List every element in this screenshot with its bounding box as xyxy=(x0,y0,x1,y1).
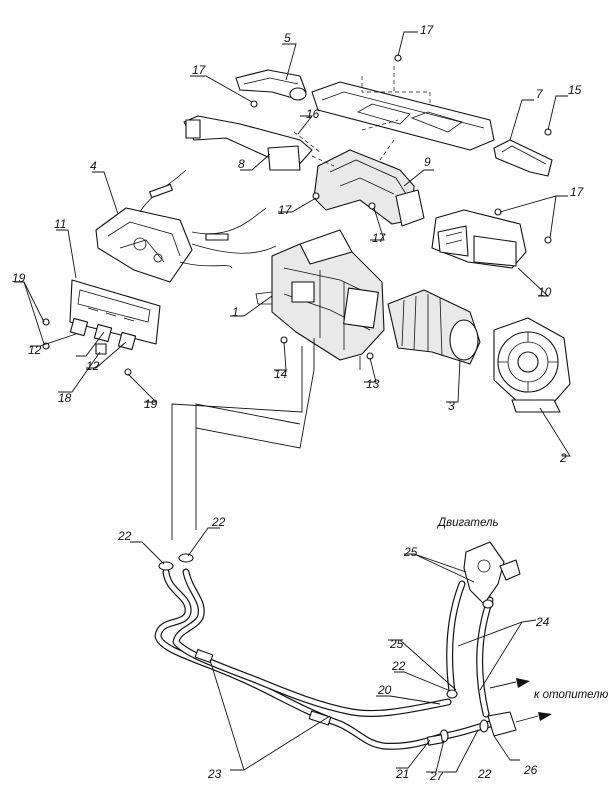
part-8-floor-duct xyxy=(183,115,313,171)
label-7: 7 xyxy=(536,87,544,101)
label-23: 23 xyxy=(207,767,222,781)
label-19-right: 19 xyxy=(144,397,158,411)
label-26: 26 xyxy=(523,763,538,777)
label-17-mid: 17 xyxy=(278,203,293,217)
part-2-blower-fan xyxy=(493,317,571,413)
part-4-control-bracket xyxy=(95,169,277,283)
part-1-heater-unit xyxy=(255,229,385,370)
label-1: 1 xyxy=(232,305,239,319)
caption-to-heater: к отопителю xyxy=(534,689,609,701)
label-27: 27 xyxy=(429,769,445,783)
label-17-right: 17 xyxy=(570,185,585,199)
part-5-air-duct xyxy=(235,69,307,101)
label-25-bottom: 25 xyxy=(389,637,404,651)
label-22-center: 22 xyxy=(391,659,406,673)
label-17-left: 17 xyxy=(192,63,207,77)
label-15: 15 xyxy=(568,83,582,97)
label-12-left: 12 xyxy=(28,343,42,357)
part-3-intake-bellows xyxy=(387,289,481,365)
coolant-hoses xyxy=(154,568,517,750)
label-16: 16 xyxy=(306,107,320,121)
captions: Двигатель к отопителю xyxy=(436,517,609,701)
label-22-left: 22 xyxy=(117,529,132,543)
label-9: 9 xyxy=(424,155,431,169)
part-11-control-panel xyxy=(69,279,161,355)
label-5: 5 xyxy=(284,31,291,45)
label-2: 2 xyxy=(559,451,567,465)
label-12-right: 12 xyxy=(86,359,100,373)
label-leaders xyxy=(14,31,571,773)
assembly-dashed-lines xyxy=(293,66,431,167)
label-24: 24 xyxy=(535,615,550,629)
label-19-left: 19 xyxy=(12,271,26,285)
label-3: 3 xyxy=(448,399,455,413)
part-labels: 5 17 17 7 15 16 8 9 4 17 17 17 10 11 1 1… xyxy=(12,23,585,783)
label-25-top: 25 xyxy=(403,545,418,559)
caption-engine: Двигатель xyxy=(436,517,499,529)
label-13: 13 xyxy=(366,377,380,391)
part-7-side-duct xyxy=(493,139,553,177)
part-10-air-vent xyxy=(431,209,527,269)
hose-clamps xyxy=(158,553,494,746)
label-8: 8 xyxy=(238,157,245,171)
label-11: 11 xyxy=(54,217,66,231)
label-17-top: 17 xyxy=(420,23,435,37)
label-14: 14 xyxy=(274,367,288,381)
label-17-lower: 17 xyxy=(372,231,387,245)
label-20: 20 xyxy=(377,683,392,697)
label-21: 21 xyxy=(395,767,409,781)
part-9-distribution-duct xyxy=(313,149,425,227)
flow-arrows xyxy=(489,678,552,723)
label-4: 4 xyxy=(90,159,97,173)
label-10: 10 xyxy=(538,285,552,299)
windshield-duct xyxy=(311,81,495,151)
engine-fitting xyxy=(463,541,521,605)
label-22-mid: 22 xyxy=(211,515,226,529)
heater-pipes-outline xyxy=(171,338,315,540)
label-22-bottom: 22 xyxy=(477,767,492,781)
label-18: 18 xyxy=(58,391,72,405)
